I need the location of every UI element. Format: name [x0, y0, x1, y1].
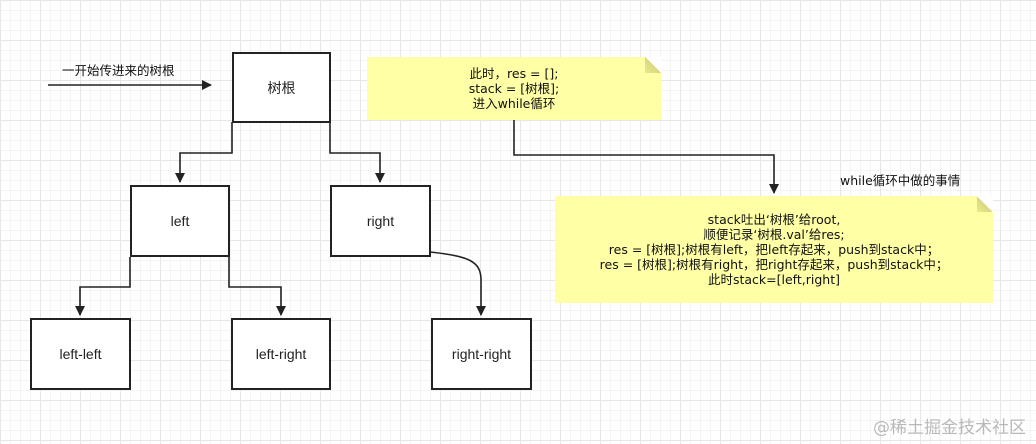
node-root[interactable]: 树根	[232, 52, 331, 123]
note-initial-state[interactable]: 此时，res = []; stack = [树根]; 进入while循环	[367, 57, 661, 120]
edge-right-rightright	[429, 251, 486, 316]
node-left-right[interactable]: left-right	[231, 318, 331, 390]
node-left-left[interactable]: left-left	[30, 318, 131, 390]
edge-note-flow	[513, 119, 779, 194]
note-while-loop[interactable]: stack吐出‘树根’给root, 顺便记录‘树根.val’给res; res …	[555, 196, 993, 303]
note-line: 此时stack=[left,right]	[707, 272, 840, 287]
note-line: res = [树根];树根有left，把left存起来，push到stack中；	[608, 242, 940, 257]
edge-left-leftright	[228, 257, 286, 316]
note-fold-icon	[977, 196, 993, 212]
note-line: 进入while循环	[472, 96, 556, 111]
node-right[interactable]: right	[330, 185, 431, 257]
note-line: res = [树根];树根有right，把right存起来，push到stack…	[599, 257, 949, 272]
edge-left-leftleft	[75, 257, 131, 316]
note-line: 此时，res = [];	[469, 66, 559, 81]
start-label: 一开始传进来的树根	[62, 63, 175, 78]
edge-root-left	[175, 122, 233, 183]
note-fold-icon	[645, 57, 661, 73]
note-line: stack = [树根];	[468, 81, 560, 96]
note-line: 顺便记录‘树根.val’给res;	[703, 227, 845, 242]
watermark: @稀土掘金技术社区	[873, 418, 1026, 438]
node-right-right[interactable]: right-right	[431, 318, 532, 390]
node-left[interactable]: left	[130, 185, 230, 257]
edge-root-right	[329, 122, 385, 183]
note-line: stack吐出‘树根’给root,	[707, 212, 841, 227]
while-label: while循环中做的事情	[840, 173, 961, 188]
